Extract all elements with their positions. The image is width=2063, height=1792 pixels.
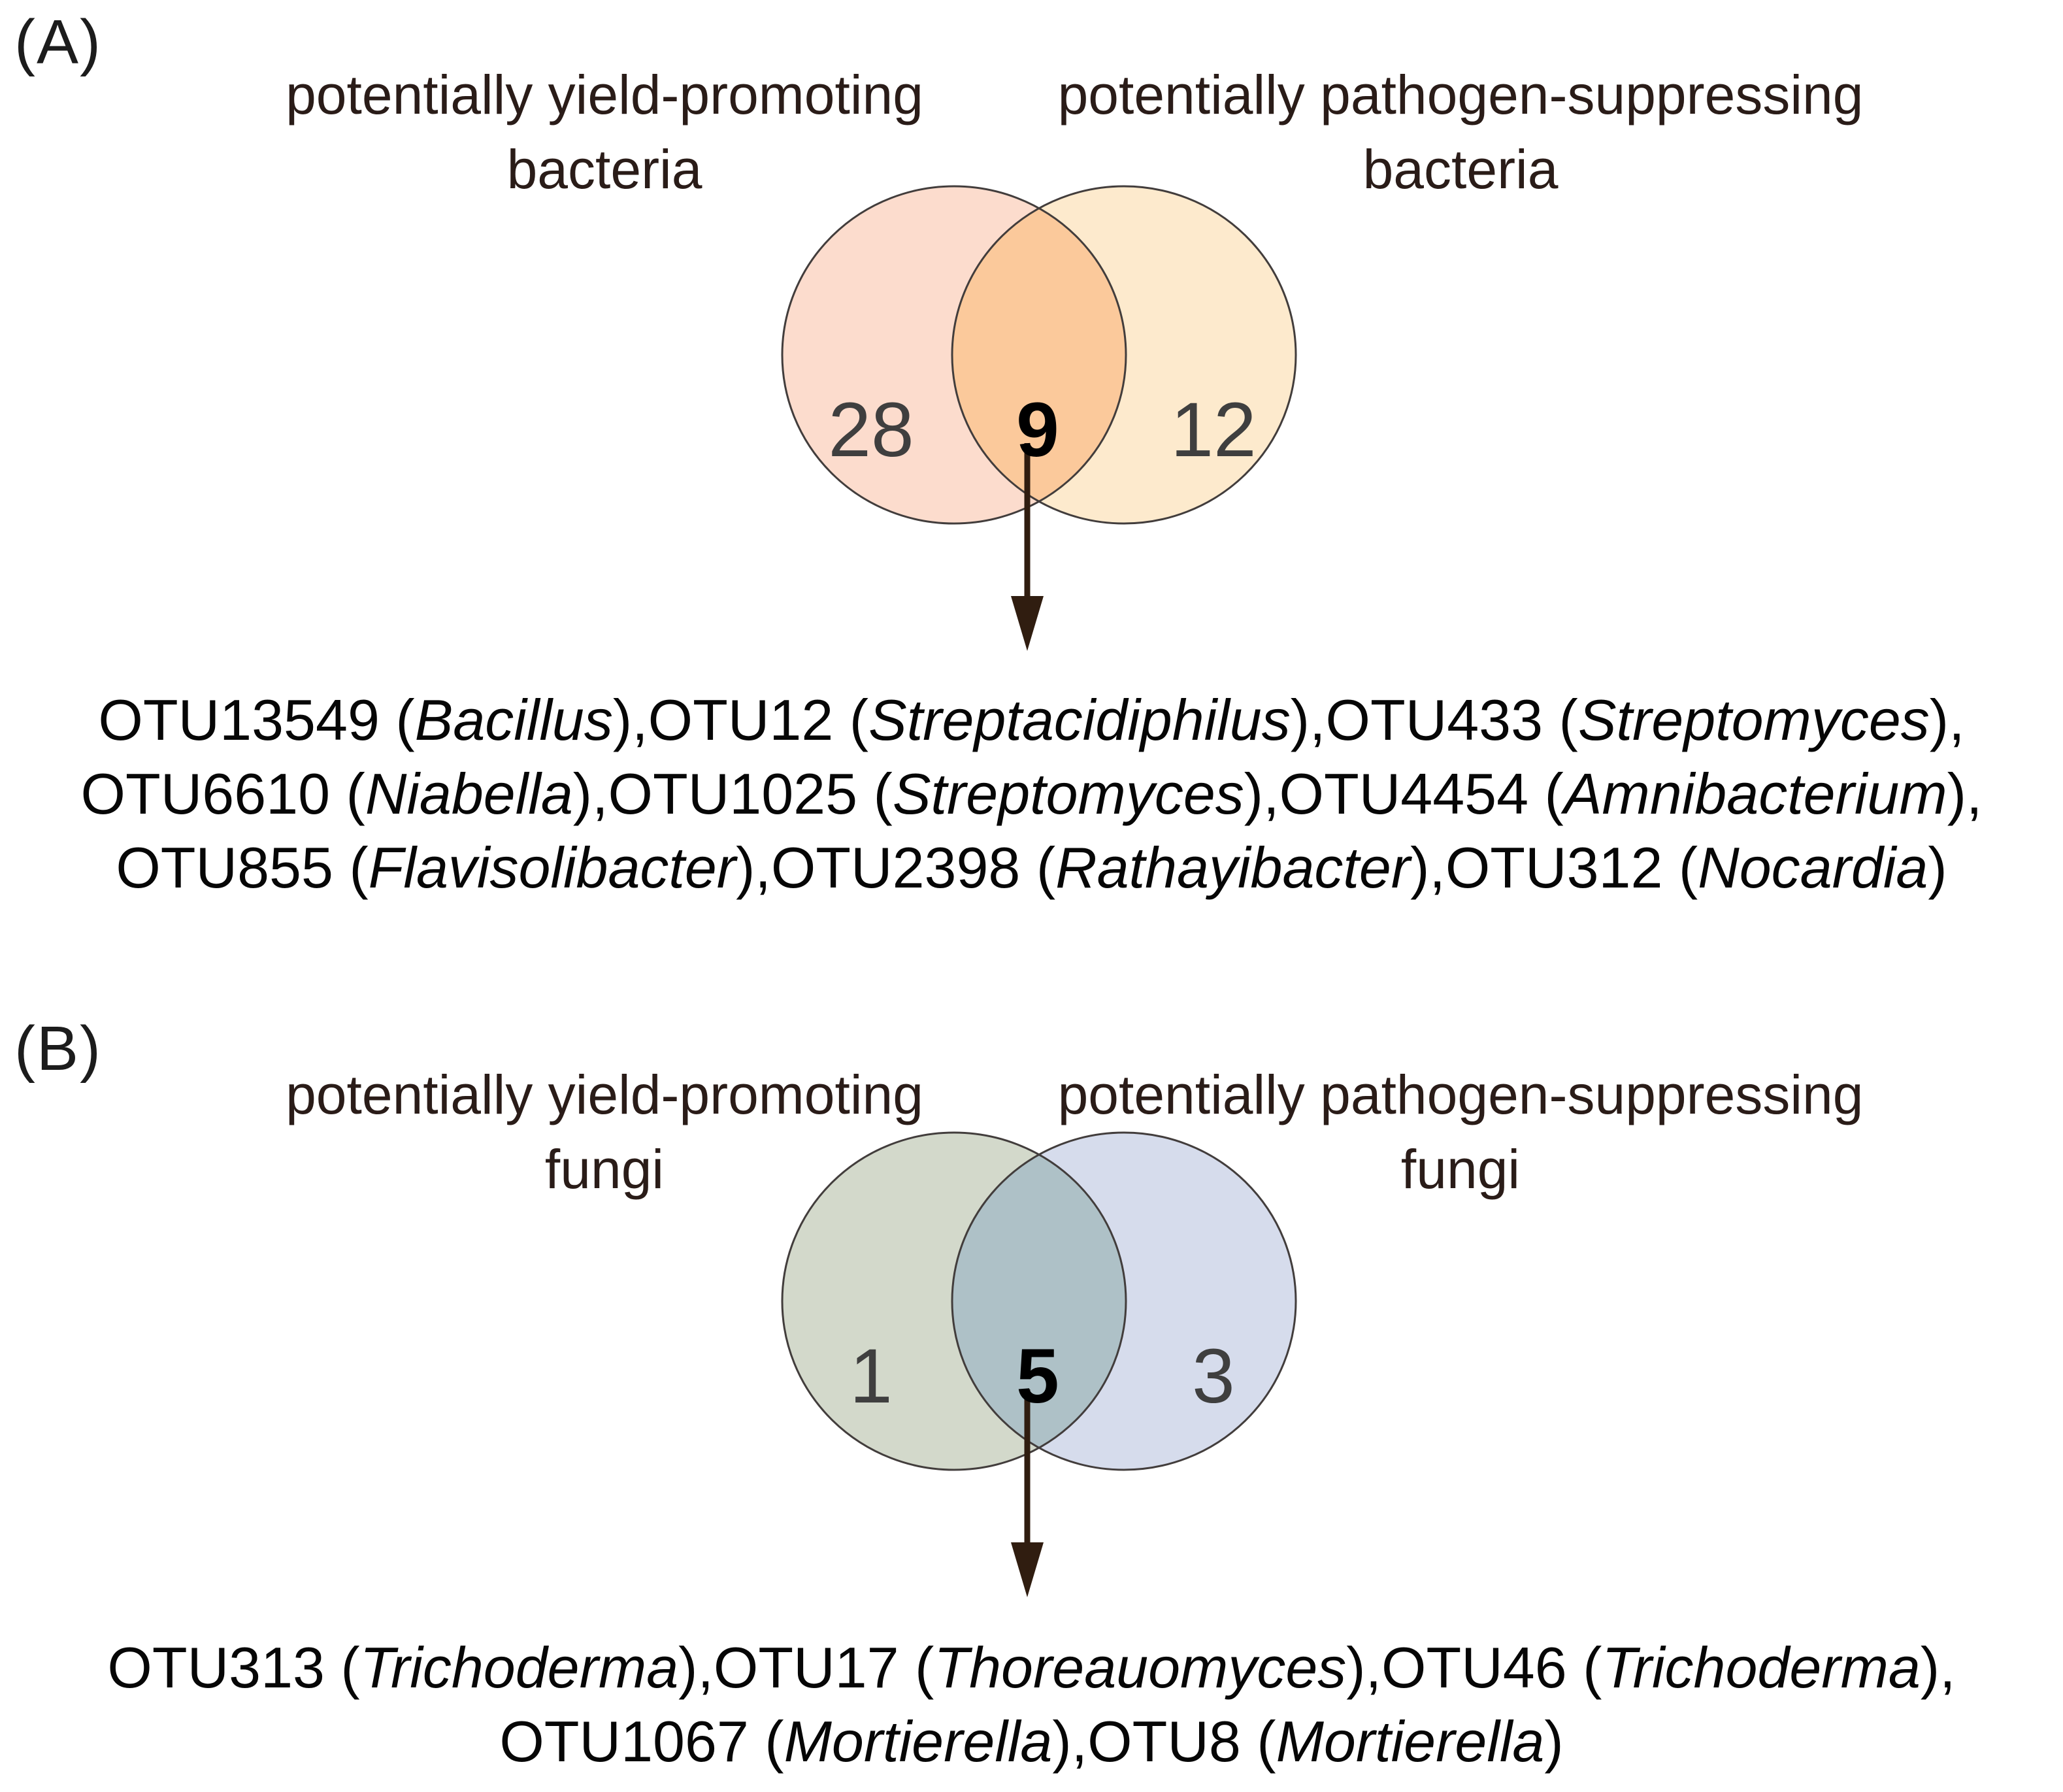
- otu-id-text: ),: [1947, 761, 1983, 826]
- genus-name: Streptomyces: [892, 761, 1244, 826]
- genus-name: Niabella: [365, 761, 573, 826]
- set-title-pathogen-suppressing-fungi: potentially pathogen-suppressing fungi: [977, 1057, 1944, 1206]
- overlap-region: [952, 186, 1126, 523]
- set-title-pathogen-suppressing-bacteria: potentially pathogen-suppressing bacteri…: [977, 58, 1944, 207]
- otu-id-text: OTU313 (: [107, 1635, 360, 1700]
- venn-diagram-bacteria: 28 9 12: [781, 185, 1297, 651]
- otu-list-fungi: OTU313 (Trichoderma),OTU17 (Thoreauomyce…: [0, 1631, 2063, 1778]
- left-circle-outline: [781, 185, 1127, 525]
- panel-b-label: (B): [14, 1014, 102, 1084]
- otu-line: OTU1067 (Mortierella),OTU8 (Mortierella): [0, 1704, 2063, 1778]
- genus-name: Thoreauomyces: [934, 1635, 1347, 1700]
- down-arrow-head: [1011, 1542, 1044, 1597]
- otu-line: OTU13549 (Bacillus),OTU12 (Streptacidiph…: [0, 683, 2063, 757]
- otu-list-bacteria: OTU13549 (Bacillus),OTU12 (Streptacidiph…: [0, 683, 2063, 904]
- otu-id-text: ),: [1929, 688, 1965, 752]
- genus-name: Flavisolibacter: [368, 835, 736, 900]
- genus-name: Bacillus: [414, 688, 613, 752]
- venn-diagram-fungi: 1 5 3: [781, 1131, 1297, 1597]
- panel-a-label: (A): [14, 7, 102, 77]
- otu-id-text: OTU6610 (: [80, 761, 365, 826]
- set-title-yield-promoting-bacteria: potentially yield-promoting bacteria: [216, 58, 993, 207]
- genus-name: Rathayibacter: [1055, 835, 1411, 900]
- otu-id-text: ),OTU46 (: [1346, 1635, 1602, 1700]
- otu-id-text: ),OTU1025 (: [572, 761, 893, 826]
- otu-line: OTU855 (Flavisolibacter),OTU2398 (Rathay…: [0, 831, 2063, 904]
- otu-id-text: ),OTU17 (: [678, 1635, 934, 1700]
- genus-name: Mortierella: [1276, 1709, 1545, 1774]
- otu-id-text: ),OTU2398 (: [736, 835, 1056, 900]
- set-title-line: bacteria: [506, 139, 702, 200]
- set-title-line: fungi: [1400, 1138, 1521, 1200]
- genus-name: Amnibacterium: [1563, 761, 1947, 826]
- otu-id-text: ),OTU4454 (: [1244, 761, 1564, 826]
- set-title-line: bacteria: [1362, 139, 1559, 200]
- set-title-line: fungi: [544, 1138, 665, 1200]
- otu-id-text: OTU13549 (: [98, 688, 415, 752]
- set-title-line: potentially yield-promoting: [286, 64, 923, 125]
- otu-id-text: ),OTU8 (: [1052, 1709, 1276, 1774]
- genus-name: Trichoderma: [1602, 1635, 1921, 1700]
- otu-id-text: ),OTU312 (: [1410, 835, 1698, 900]
- genus-name: Trichoderma: [359, 1635, 679, 1700]
- right-only-count: 3: [1192, 1333, 1235, 1419]
- genus-name: Mortierella: [784, 1709, 1053, 1774]
- overlap-count: 5: [1016, 1333, 1059, 1419]
- genus-name: Streptacidiphilus: [868, 688, 1291, 752]
- set-title-yield-promoting-fungi: potentially yield-promoting fungi: [216, 1057, 993, 1206]
- genus-name: Streptomyces: [1577, 688, 1930, 752]
- left-only-count: 28: [828, 387, 914, 473]
- otu-id-text: ),: [1920, 1635, 1956, 1700]
- set-title-line: potentially pathogen-suppressing: [1057, 1064, 1864, 1125]
- down-arrow-head: [1011, 596, 1044, 651]
- left-circle-outline: [781, 1131, 1127, 1471]
- otu-id-text: OTU855 (: [116, 835, 369, 900]
- genus-name: Nocardia: [1698, 835, 1928, 900]
- right-circle-outline: [951, 1131, 1297, 1471]
- otu-id-text: ),OTU12 (: [612, 688, 869, 752]
- right-circle-outline: [951, 185, 1297, 525]
- otu-id-text: OTU1067 (: [499, 1709, 784, 1774]
- left-only-count: 1: [850, 1333, 893, 1419]
- otu-line: OTU6610 (Niabella),OTU1025 (Streptomyces…: [0, 757, 2063, 831]
- right-only-count: 12: [1170, 387, 1256, 473]
- overlap-count: 9: [1016, 387, 1059, 473]
- set-title-line: potentially pathogen-suppressing: [1057, 64, 1864, 125]
- otu-id-text: ): [1928, 835, 1947, 900]
- set-title-line: potentially yield-promoting: [286, 1064, 923, 1125]
- otu-line: OTU313 (Trichoderma),OTU17 (Thoreauomyce…: [0, 1631, 2063, 1704]
- otu-id-text: ),OTU433 (: [1290, 688, 1578, 752]
- overlap-region: [952, 1133, 1126, 1470]
- otu-id-text: ): [1544, 1709, 1564, 1774]
